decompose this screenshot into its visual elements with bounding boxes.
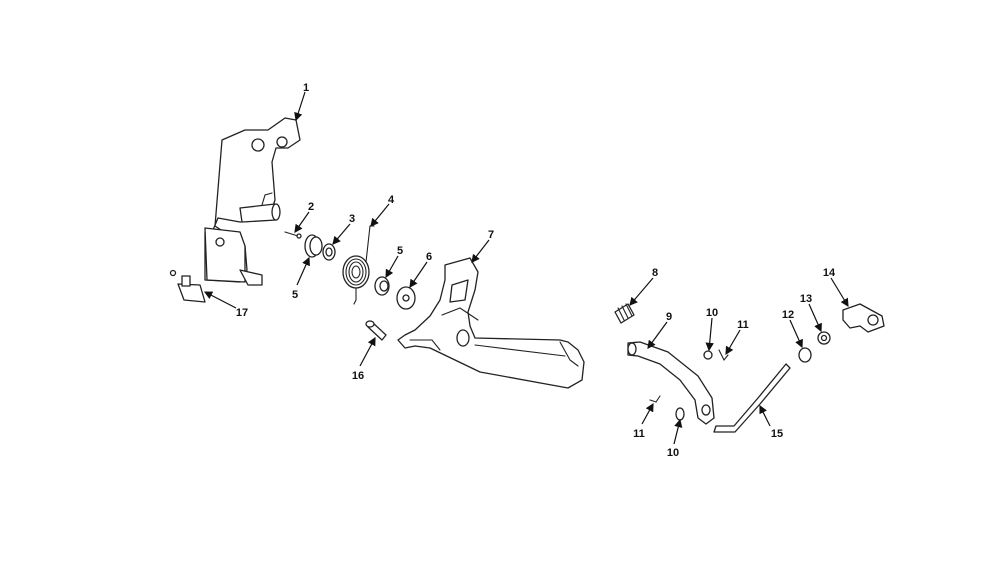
part-7-pedal	[397, 257, 585, 389]
callout-10-upper: 10	[706, 307, 718, 319]
callout-5-right: 5	[397, 245, 403, 257]
part-13-washer	[817, 331, 831, 345]
callout-2: 2	[308, 201, 314, 213]
callout-9: 9	[666, 311, 672, 323]
callout-8: 8	[652, 267, 658, 279]
callout-5-left: 5	[292, 289, 298, 301]
callout-6: 6	[426, 251, 432, 263]
callout-11-lower: 11	[633, 428, 645, 440]
callout-11-upper: 11	[737, 319, 749, 331]
part-11-clip-lower	[649, 395, 661, 403]
part-9-lever	[627, 341, 715, 425]
leader-lines	[203, 91, 849, 445]
callout-4: 4	[388, 194, 395, 206]
part-11-clip-upper	[718, 349, 729, 362]
part-17-clip	[169, 269, 206, 303]
callout-17: 17	[236, 307, 248, 319]
part-10-nut-upper	[703, 350, 713, 360]
part-10-nut-lower	[675, 407, 685, 421]
callout-7: 7	[488, 229, 494, 241]
callout-14: 14	[823, 267, 836, 279]
part-6-washer	[396, 286, 416, 310]
callout-3: 3	[349, 213, 355, 225]
part-12-bushing	[798, 347, 812, 363]
part-14-bracket	[842, 303, 885, 333]
part-1-bracket	[204, 117, 301, 286]
part-8-spring	[614, 303, 635, 324]
callout-12: 12	[782, 309, 794, 321]
callout-10-lower: 10	[667, 447, 679, 459]
part-15-rod	[713, 363, 791, 433]
callout-15: 15	[771, 428, 783, 440]
callout-1: 1	[303, 82, 309, 94]
part-3-washer	[322, 243, 336, 261]
callout-16: 16	[352, 370, 364, 382]
part-2-pin	[284, 231, 302, 239]
part-16-pin	[365, 320, 387, 341]
part-5-bushing-left	[304, 234, 323, 258]
callout-13: 13	[800, 293, 812, 305]
part-5-bushing-right	[374, 276, 390, 296]
part-4-spring	[342, 225, 375, 305]
